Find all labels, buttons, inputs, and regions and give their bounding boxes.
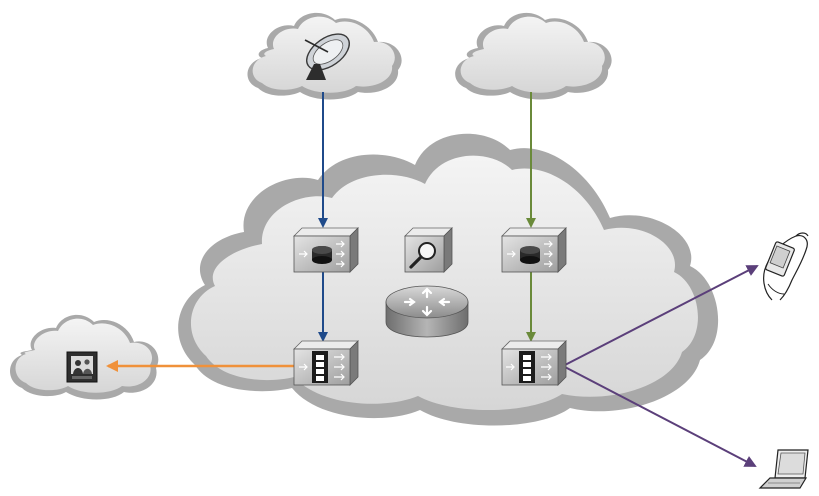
laptop-icon	[758, 449, 809, 489]
flow-right-streaming-to-pda	[562, 265, 759, 367]
laptop-client	[758, 449, 809, 489]
satellite-source-cloud	[247, 12, 402, 100]
video-monitor-icon	[66, 351, 98, 383]
left-ingest-server	[293, 227, 359, 273]
core-router	[385, 285, 469, 338]
content-search-device	[404, 227, 453, 273]
content-engine-disk-icon	[299, 240, 345, 268]
satellite-dish-icon	[304, 33, 350, 80]
magnifier-icon	[409, 242, 436, 269]
viewer-cloud	[10, 314, 159, 400]
content-engine-disk-icon	[507, 240, 553, 268]
pda-client	[763, 232, 809, 301]
flow-right-streaming-to-laptop	[562, 365, 757, 467]
router-icon	[403, 287, 451, 317]
remote-source-cloud	[455, 12, 612, 100]
film-streaming-icon	[299, 351, 345, 383]
right-ingest-server	[501, 227, 567, 273]
remote-cloud-body	[460, 16, 605, 93]
left-streaming-server	[293, 340, 359, 386]
film-streaming-icon	[506, 351, 552, 383]
handheld-pda-icon	[763, 232, 809, 301]
right-streaming-server	[501, 340, 567, 386]
core-network-cloud	[178, 133, 719, 426]
